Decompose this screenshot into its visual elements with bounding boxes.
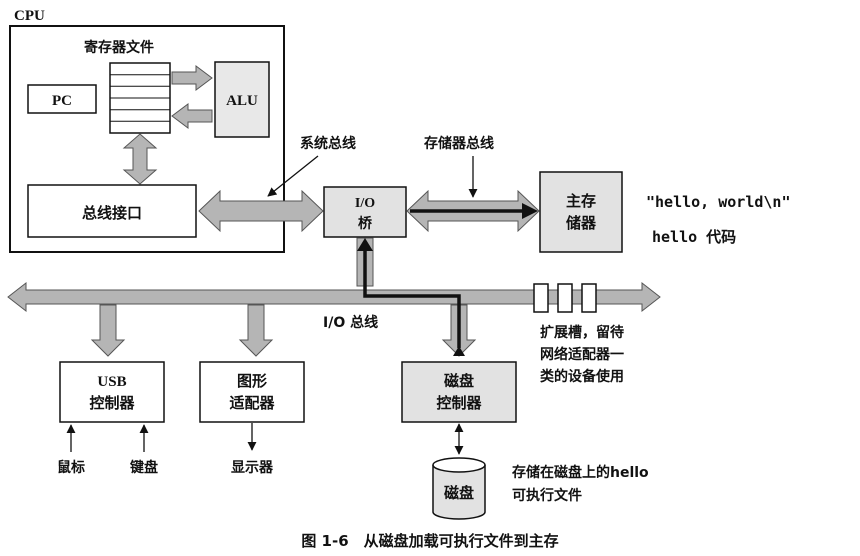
register-file-label: 寄存器文件	[84, 39, 154, 56]
expansion-slots	[533, 283, 597, 313]
main-memory-box	[539, 171, 623, 253]
disk-controller-box	[401, 361, 517, 423]
expansion-note-1: 扩展槽，留待	[540, 324, 624, 341]
system-bus-pointer	[267, 155, 319, 197]
pc-register	[27, 84, 97, 114]
usb-label-1: USB	[97, 374, 126, 390]
bus-interface-box	[27, 184, 197, 238]
main-memory-label-2: 储器	[566, 214, 597, 232]
keyboard-label: 键盘	[129, 459, 158, 476]
data-path-head-bridge	[357, 238, 373, 251]
expansion-note-2: 网络适配器一	[540, 346, 624, 363]
usb-label-2: 控制器	[89, 394, 135, 412]
hello-code-label: hello 代码	[652, 228, 736, 246]
alu-label: ALU	[226, 93, 258, 109]
io-bus-label: I/O 总线	[323, 314, 378, 331]
disk-controller-label-1: 磁盘	[444, 372, 474, 390]
graphics-label-1: 图形	[237, 372, 267, 390]
graphics-adapter-box	[199, 361, 305, 423]
io-bus-arrow	[7, 281, 661, 313]
display-label: 显示器	[231, 460, 274, 476]
data-path-head-memory	[522, 203, 538, 219]
io-bridge-box	[323, 186, 407, 238]
io-bridge-label-1: I/O	[355, 196, 375, 211]
graphics-label-2: 适配器	[229, 394, 275, 412]
mouse-label: 鼠标	[57, 459, 85, 476]
cpu-label: CPU	[14, 8, 45, 24]
io-bus-to-graphics-arrow	[238, 304, 274, 357]
data-path-disk-to-bridge	[363, 250, 461, 348]
main-memory-label-1: 主存	[566, 192, 596, 210]
memory-bus-label: 存储器总线	[424, 135, 494, 152]
expansion-note-3: 类的设备使用	[540, 368, 624, 385]
data-path-tail	[453, 346, 465, 356]
alu-to-regfile-arrow	[171, 103, 213, 129]
regfile-bus-interface-arrow	[122, 133, 158, 185]
cpu-frame	[9, 25, 285, 253]
system-bus-arrow	[198, 189, 324, 233]
disk-label: 磁盘	[444, 484, 474, 502]
bus-interface-label: 总线接口	[82, 204, 142, 222]
disk-note-2: 可执行文件	[512, 487, 582, 504]
alu-box	[214, 61, 270, 138]
io-bridge-label-2: 桥	[358, 215, 373, 232]
usb-controller-box	[59, 361, 165, 423]
hello-world-string: "hello, world\n"	[646, 193, 791, 211]
register-file	[109, 62, 171, 134]
regfile-to-alu-arrow	[171, 65, 213, 91]
system-bus-label: 系统总线	[300, 135, 356, 152]
disk-cylinder	[432, 457, 486, 520]
disk-note-1: 存储在磁盘上的hello	[512, 464, 649, 481]
io-bus-to-usb-arrow	[90, 304, 126, 357]
disk-controller-label-2: 控制器	[436, 394, 482, 412]
figure-caption: 图 1-6 从磁盘加载可执行文件到主存	[301, 532, 558, 550]
pc-label: PC	[52, 93, 72, 109]
